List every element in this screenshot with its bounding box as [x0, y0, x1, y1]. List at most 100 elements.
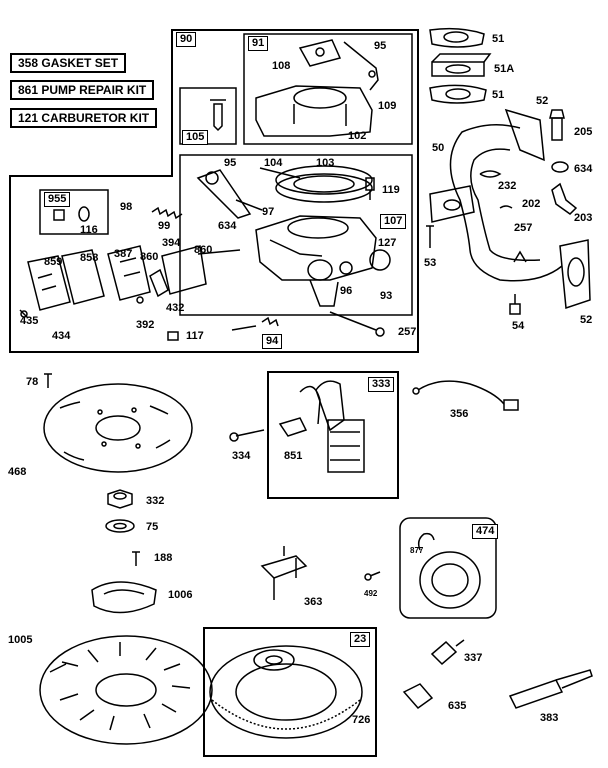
throttle-lever [196, 169, 263, 219]
part-96: 96 [340, 285, 353, 297]
part-635: 635 [448, 700, 467, 712]
group-90-border [9, 29, 419, 353]
kit-gasket-set: 358 GASKET SET [10, 53, 127, 73]
gasket-51-lower [429, 84, 487, 104]
pin-104 [259, 167, 301, 179]
fastener-117 [167, 331, 179, 341]
group-333-border [267, 371, 399, 499]
kit-pump-repair: 861 PUMP REPAIR KIT [10, 80, 155, 100]
part-257: 257 [398, 326, 417, 338]
part-394: 394 [162, 237, 181, 249]
part-859: 859 [44, 256, 63, 268]
backplate-468 [43, 383, 193, 473]
part-492: 492 [364, 589, 378, 598]
part-109: 109 [378, 100, 397, 112]
part-51A: 51A [494, 63, 515, 75]
flywheel-23 [209, 645, 363, 739]
part-634: 634 [218, 220, 237, 232]
group-955-border [39, 189, 109, 235]
part-468: 468 [8, 466, 27, 478]
kit-955-parts [53, 206, 90, 222]
jet-94 [231, 316, 279, 331]
part-95: 95 [224, 157, 237, 169]
part-387: 387 [114, 248, 133, 260]
part-119: 119 [382, 184, 400, 196]
fan-1005 [39, 635, 213, 745]
part-363: 363 [304, 596, 323, 608]
carburetor-body [255, 215, 391, 307]
intake-manifold [429, 108, 591, 310]
part-93: 93 [380, 290, 393, 302]
tool-383 [508, 669, 593, 709]
group-91-border [243, 33, 413, 145]
part-99: 99 [158, 220, 171, 232]
gasket-51-top [429, 27, 485, 48]
part-108: 108 [272, 60, 291, 72]
part-188: 188 [154, 552, 173, 564]
spring-99 [151, 206, 183, 220]
group-107-tag: 107 [380, 214, 407, 229]
screw-435 [19, 309, 29, 319]
screen-1006 [91, 581, 157, 614]
part-356: 356 [450, 408, 469, 420]
group-474-tag: 474 [472, 524, 499, 539]
part-435: 435 [20, 315, 39, 327]
group-23-tag: 23 [350, 632, 371, 647]
group-105-tag: 105 [182, 130, 209, 145]
group-91-tag: 91 [248, 36, 269, 51]
carburetor-top-body [255, 39, 379, 137]
ignition-armature [278, 380, 365, 473]
fitting-634 [551, 161, 569, 173]
kit-carburetor: 121 CARBURETOR KIT [10, 108, 158, 128]
washer-75 [105, 519, 135, 533]
part-860-right: 860 [194, 244, 213, 256]
part-392: 392 [136, 319, 155, 331]
plug-337 [430, 639, 465, 666]
part-257-manifold: 257 [514, 222, 533, 234]
group-23-border [203, 627, 377, 757]
part-54: 54 [512, 320, 525, 332]
part-51: 51 [492, 33, 505, 45]
part-726: 726 [352, 714, 371, 726]
part-877: 877 [410, 546, 424, 555]
part-860: 860 [140, 251, 159, 263]
screw-54 [509, 294, 521, 315]
group-955-tag: 955 [44, 192, 71, 207]
group-107-area [179, 154, 413, 316]
needle-valve-105 [210, 99, 226, 132]
group-333-tag: 333 [368, 377, 395, 392]
part-332: 332 [146, 495, 165, 507]
part-53: 53 [424, 257, 437, 269]
part-103: 103 [316, 157, 335, 169]
part-75: 75 [146, 521, 159, 533]
screw-492 [364, 571, 381, 581]
part-1005: 1005 [8, 634, 33, 646]
alternator-474 [417, 532, 481, 609]
part-116: 116 [80, 224, 98, 236]
part-1006: 1006 [168, 589, 193, 601]
part-51-lower: 51 [492, 89, 505, 101]
screw-119 [365, 177, 375, 200]
part-102: 102 [348, 130, 367, 142]
float-103 [275, 165, 373, 203]
part-383: 383 [540, 712, 559, 724]
part-202: 202 [522, 198, 541, 210]
bracket-363 [260, 546, 308, 600]
part-52: 52 [536, 95, 549, 107]
part-851: 851 [284, 450, 303, 462]
linkage-203 [551, 182, 578, 215]
screw-334 [229, 429, 265, 442]
nut-332 [107, 489, 133, 509]
part-50: 50 [432, 142, 445, 154]
screw-188 [132, 551, 140, 566]
part-337: 337 [464, 652, 483, 664]
part-334: 334 [232, 450, 251, 462]
screw-78 [44, 373, 52, 388]
screw-257 [329, 311, 385, 337]
part-97: 97 [262, 206, 275, 218]
bolt-53 [426, 225, 434, 248]
part-117: 117 [186, 330, 204, 342]
part-78: 78 [26, 376, 39, 388]
